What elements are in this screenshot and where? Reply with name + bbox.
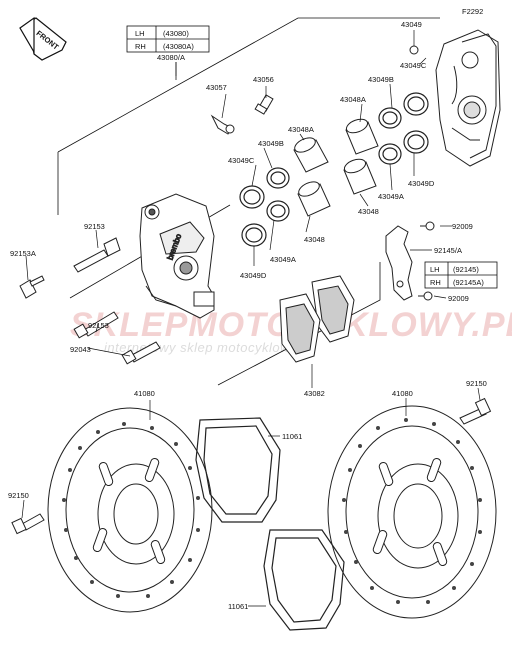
right-seal-set [378, 92, 429, 165]
label-41080-left: 41080 [134, 389, 155, 398]
label-43049b-right: 43049B [368, 75, 394, 84]
label-43049c-right: 43049C [400, 61, 427, 70]
right-pistons [343, 118, 379, 195]
disc-right-holes [342, 418, 482, 604]
pin-icon [210, 114, 235, 135]
assembly-outline [57, 17, 440, 386]
caliper-table-lh-part: (43080) [163, 29, 189, 38]
label-43048-right: 43048 [358, 207, 379, 216]
bracket-side-table: LH (92145) RH (92145A) [424, 261, 498, 289]
label-92153a: 92153A [10, 249, 36, 258]
watermark-tagline: internetowy sklep motocyklowy [104, 340, 298, 355]
label-43048-left: 43048 [304, 235, 325, 244]
label-43082: 43082 [304, 389, 325, 398]
label-92150-left: 92150 [8, 491, 29, 500]
label-92153-b: 92153 [88, 321, 109, 330]
caliper-table-rh-part: (43080A) [163, 42, 194, 51]
label-43080: 43080/A [157, 53, 185, 62]
bracket-table-rh: RH [430, 278, 441, 287]
bolt-92043-icon [121, 341, 161, 365]
bracket-table-rh-part: (92145A) [453, 278, 484, 287]
label-43056: 43056 [253, 75, 274, 84]
screw-92009-bottom-icon [418, 291, 433, 301]
front-arrow-icon: FRONT [19, 16, 67, 61]
label-92043: 92043 [70, 345, 91, 354]
disc-left-holes [62, 422, 200, 598]
label-43049b-left: 43049B [258, 139, 284, 148]
caliper-side-table: LH (43080) RH (43080A) [126, 25, 210, 53]
part-labels: 43080/A 43057 43056 43049 43049C 43049B … [8, 20, 487, 611]
brake-disc-left [47, 407, 213, 613]
left-caliper-body: brembo [139, 193, 215, 319]
left-pistons [293, 137, 331, 217]
pad-pin-92153-icon [73, 311, 119, 339]
disc-bolt-left-icon [11, 513, 45, 535]
caliper-table-rh: RH [135, 42, 146, 51]
label-43049: 43049 [401, 20, 422, 29]
brake-disc-right [327, 405, 497, 619]
gasket-top [195, 417, 281, 523]
bracket-table-lh: LH [430, 265, 440, 274]
caliper-bolt-92153a-icon [19, 275, 45, 299]
label-43049d-left: 43049D [240, 271, 267, 280]
left-seal-set [239, 167, 290, 247]
leader-lines [21, 30, 481, 607]
label-92009-bottom: 92009 [448, 294, 469, 303]
label-43049d-right: 43049D [408, 179, 435, 188]
caliper-table-lh: LH [135, 29, 145, 38]
label-92009-top: 92009 [452, 222, 473, 231]
label-43048a-right: 43048A [340, 95, 366, 104]
label-43048a-left: 43048A [288, 125, 314, 134]
screw-92009-top-icon [420, 221, 435, 231]
label-92150-right: 92150 [466, 379, 487, 388]
label-92153: 92153 [84, 222, 105, 231]
label-41080-right: 41080 [392, 389, 413, 398]
label-43049c-left: 43049C [228, 156, 255, 165]
brake-pads [279, 275, 355, 363]
oring-icon [409, 45, 419, 55]
caliper-bracket [385, 225, 413, 301]
label-43049a-left: 43049A [270, 255, 296, 264]
bleeder-valve-icon [254, 94, 274, 115]
label-11061-top: 11061 [282, 432, 302, 441]
label-92145: 92145/A [434, 246, 462, 255]
disc-bolt-right-icon [459, 397, 492, 425]
gasket-bottom [263, 529, 345, 631]
label-43049a-right: 43049A [378, 192, 404, 201]
label-11061-bottom: 11061 [228, 602, 248, 611]
right-caliper-half [435, 29, 501, 167]
bracket-table-lh-part: (92145) [453, 265, 479, 274]
label-43057: 43057 [206, 83, 227, 92]
diagram-code: F2292 [462, 7, 483, 16]
caliper-bolt-92153-icon [73, 237, 121, 273]
